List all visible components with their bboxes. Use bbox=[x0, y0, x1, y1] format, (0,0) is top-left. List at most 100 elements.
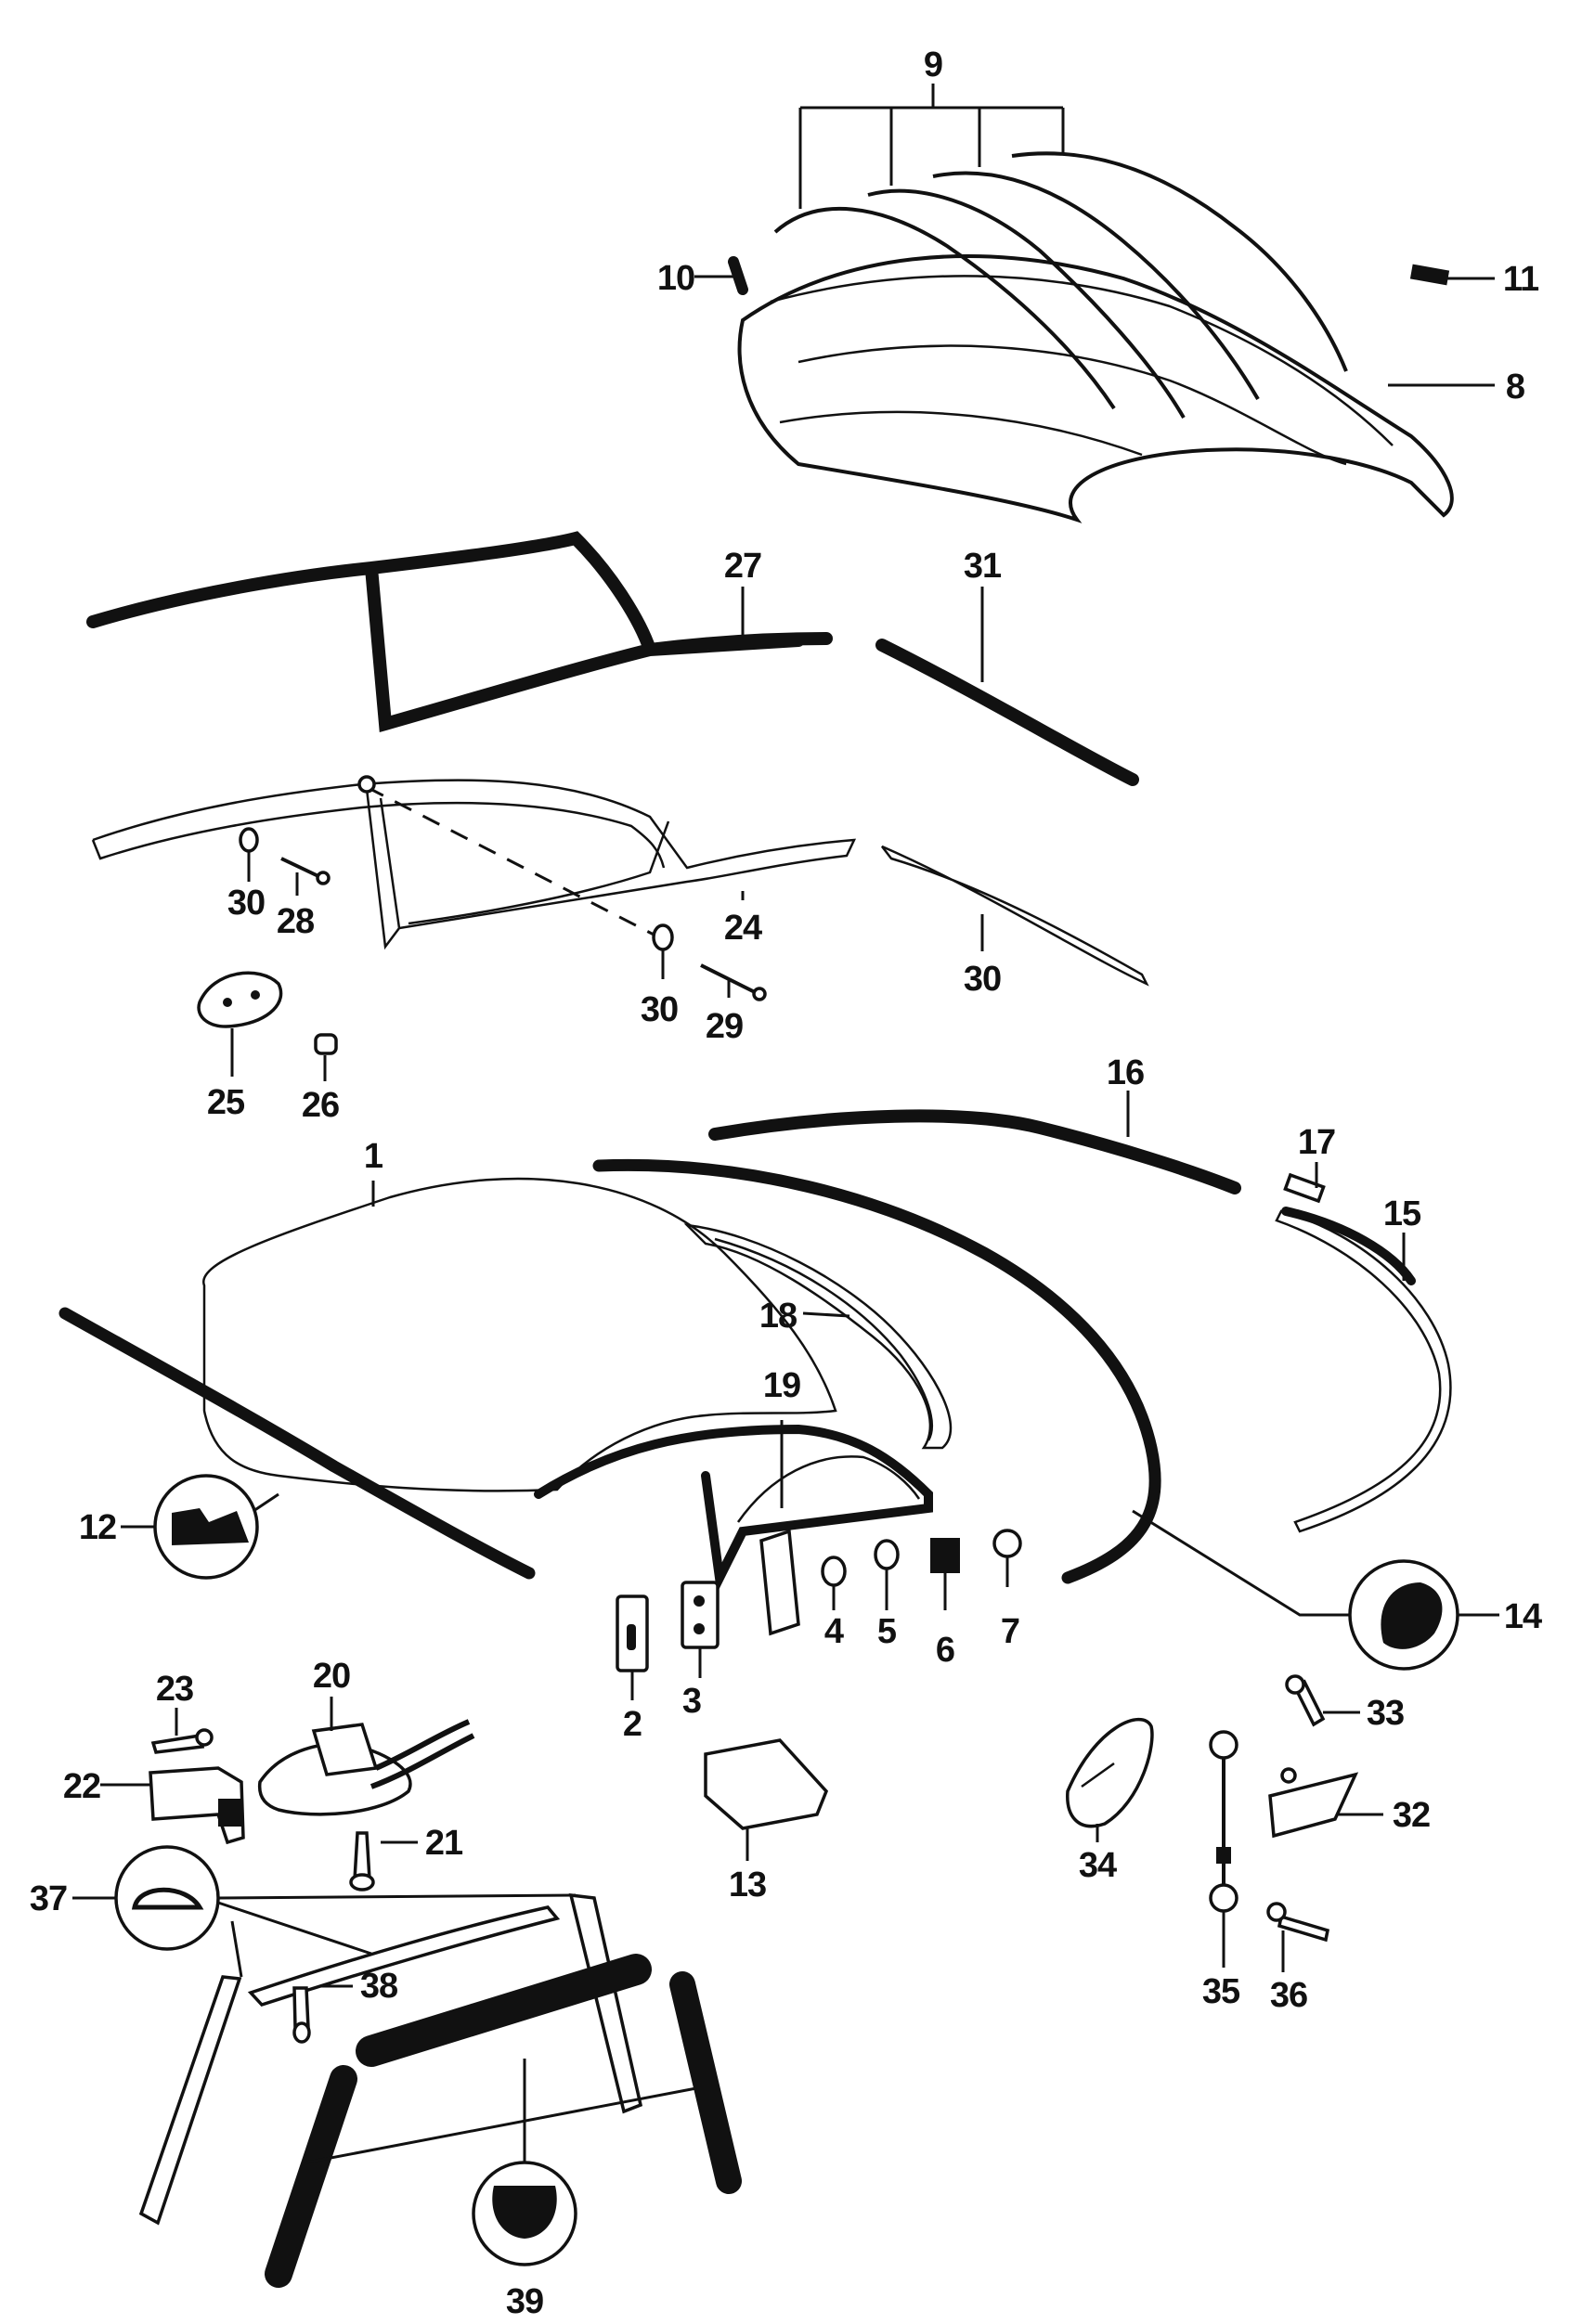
callout-36: 35 bbox=[1202, 1972, 1240, 2011]
soft-top-seam-1 bbox=[770, 275, 1394, 446]
detail-circle-38 bbox=[114, 1845, 220, 1951]
callout-6: 6 bbox=[936, 1631, 954, 1670]
callout-29: 29 bbox=[706, 1007, 743, 1046]
part-1-hardtop bbox=[202, 1177, 837, 1492]
soft-top-seam-3 bbox=[779, 410, 1143, 457]
callout-11: 11 bbox=[1503, 260, 1539, 299]
leader-38 bbox=[72, 1893, 577, 1978]
part-40-horizontal bbox=[356, 1954, 652, 2067]
part-29-screw-head bbox=[752, 987, 767, 1001]
leader-9 bbox=[798, 84, 1065, 209]
part-10-clip bbox=[728, 256, 748, 295]
soft-top-assembly bbox=[694, 84, 1495, 523]
leader-40 bbox=[305, 2059, 697, 2164]
callout-32: 31 bbox=[964, 547, 1002, 586]
part-15-seal bbox=[1275, 1209, 1452, 1533]
part-34-head bbox=[1285, 1674, 1305, 1695]
part-28-screw bbox=[280, 857, 321, 879]
callout-38: 37 bbox=[30, 1879, 67, 1918]
callout-20: 20 bbox=[313, 1657, 350, 1696]
part-13-block bbox=[704, 1738, 829, 1830]
soft-top-seam-2 bbox=[797, 344, 1347, 466]
part-38-strip-left bbox=[138, 1975, 242, 2226]
detail-14-profile bbox=[1381, 1582, 1443, 1649]
part-25-grommet bbox=[197, 971, 283, 1028]
part-16-seal bbox=[708, 1109, 1241, 1194]
callout-31: 30 bbox=[964, 960, 1001, 999]
callout-18: 18 bbox=[759, 1297, 797, 1336]
part-22-bracket bbox=[149, 1766, 245, 1845]
callout-25: 25 bbox=[207, 1083, 245, 1122]
detail-40-profile bbox=[492, 2186, 557, 2239]
callout-39: 38 bbox=[360, 1967, 397, 2006]
part-32-seal bbox=[875, 639, 1139, 786]
part-7-nut bbox=[992, 1529, 1022, 1558]
callout-10: 10 bbox=[657, 259, 694, 298]
detail-38-profile bbox=[131, 1887, 204, 1910]
part-19-window-frame bbox=[534, 1424, 933, 1594]
part-28-screw-head bbox=[316, 871, 331, 885]
part-23-screw bbox=[150, 1734, 205, 1754]
part-33-screw bbox=[1280, 1767, 1297, 1784]
part-6-square bbox=[930, 1538, 960, 1573]
part-20-plate bbox=[311, 1723, 379, 1776]
part-21-head bbox=[349, 1873, 375, 1891]
upper-seal-group bbox=[86, 531, 1139, 786]
part-26-pin bbox=[314, 1033, 338, 1055]
roof-bow-2 bbox=[867, 188, 1186, 420]
part-23-head bbox=[195, 1728, 214, 1747]
part-24-inner bbox=[91, 801, 666, 869]
roof-bow-1 bbox=[773, 207, 1116, 410]
part-37-head bbox=[1266, 1902, 1287, 1922]
rivet-top bbox=[357, 775, 376, 794]
part-22-pad bbox=[218, 1799, 241, 1827]
callout-4: 4 bbox=[824, 1612, 844, 1651]
part-40-right bbox=[669, 1971, 742, 2194]
callout-2: 2 bbox=[623, 1705, 642, 1744]
callout-24: 24 bbox=[724, 909, 762, 948]
callout-16: 16 bbox=[1107, 1053, 1144, 1092]
part-24-frame bbox=[92, 779, 857, 950]
part-18-rear-window-inner bbox=[714, 1237, 933, 1441]
callout-37: 36 bbox=[1270, 1976, 1307, 2015]
callout-33: 32 bbox=[1393, 1796, 1430, 1835]
leader-18 bbox=[802, 1311, 850, 1318]
callout-28: 28 bbox=[277, 902, 314, 941]
part-3-plate bbox=[681, 1581, 720, 1649]
part-frame-seal bbox=[592, 1158, 1161, 1584]
part-39-head bbox=[292, 2021, 311, 2044]
part-36-eye-top bbox=[1209, 1730, 1238, 1760]
part-3-hole-2 bbox=[694, 1623, 705, 1634]
callout-8: 8 bbox=[1506, 368, 1524, 407]
part-21-screw bbox=[353, 1831, 371, 1881]
part-4-washer bbox=[821, 1556, 847, 1587]
part-31-trim bbox=[881, 845, 1149, 987]
part-37-screw bbox=[1277, 1914, 1330, 1943]
part-35-crease bbox=[1081, 1762, 1115, 1788]
callout-21: 21 bbox=[425, 1824, 463, 1863]
part-38-strip-horizontal bbox=[247, 1905, 561, 2008]
callout-34: 33 bbox=[1367, 1694, 1404, 1733]
callout-19: 19 bbox=[763, 1366, 800, 1405]
callout-17: 17 bbox=[1298, 1123, 1335, 1162]
callout-26: 26 bbox=[302, 1086, 339, 1125]
part-40-left bbox=[265, 2065, 357, 2288]
part-17-clip bbox=[1283, 1172, 1326, 1204]
soft-top-fabric bbox=[737, 254, 1454, 523]
part-38-strip-right bbox=[568, 1892, 643, 2114]
part-19-bracket bbox=[759, 1529, 800, 1636]
leader-14 bbox=[1132, 1509, 1499, 1617]
callout-5: 5 bbox=[877, 1612, 897, 1651]
callout-3: 3 bbox=[682, 1682, 701, 1721]
callout-labels: 9 10 11 8 27 31 30 28 24 30 30 29 25 26 … bbox=[30, 45, 1543, 2321]
lower-right-hardware bbox=[1066, 1674, 1383, 1972]
part-12-seal bbox=[58, 1307, 536, 1580]
part-33-bracket bbox=[1268, 1772, 1359, 1839]
part-30-clip-right bbox=[652, 923, 674, 951]
part-20-strap bbox=[370, 1719, 475, 1789]
callout-15: 15 bbox=[1383, 1194, 1421, 1233]
diagonal-dashed-line bbox=[366, 785, 660, 939]
part-19-window-inner bbox=[736, 1455, 921, 1523]
callout-7: 7 bbox=[1001, 1612, 1019, 1651]
